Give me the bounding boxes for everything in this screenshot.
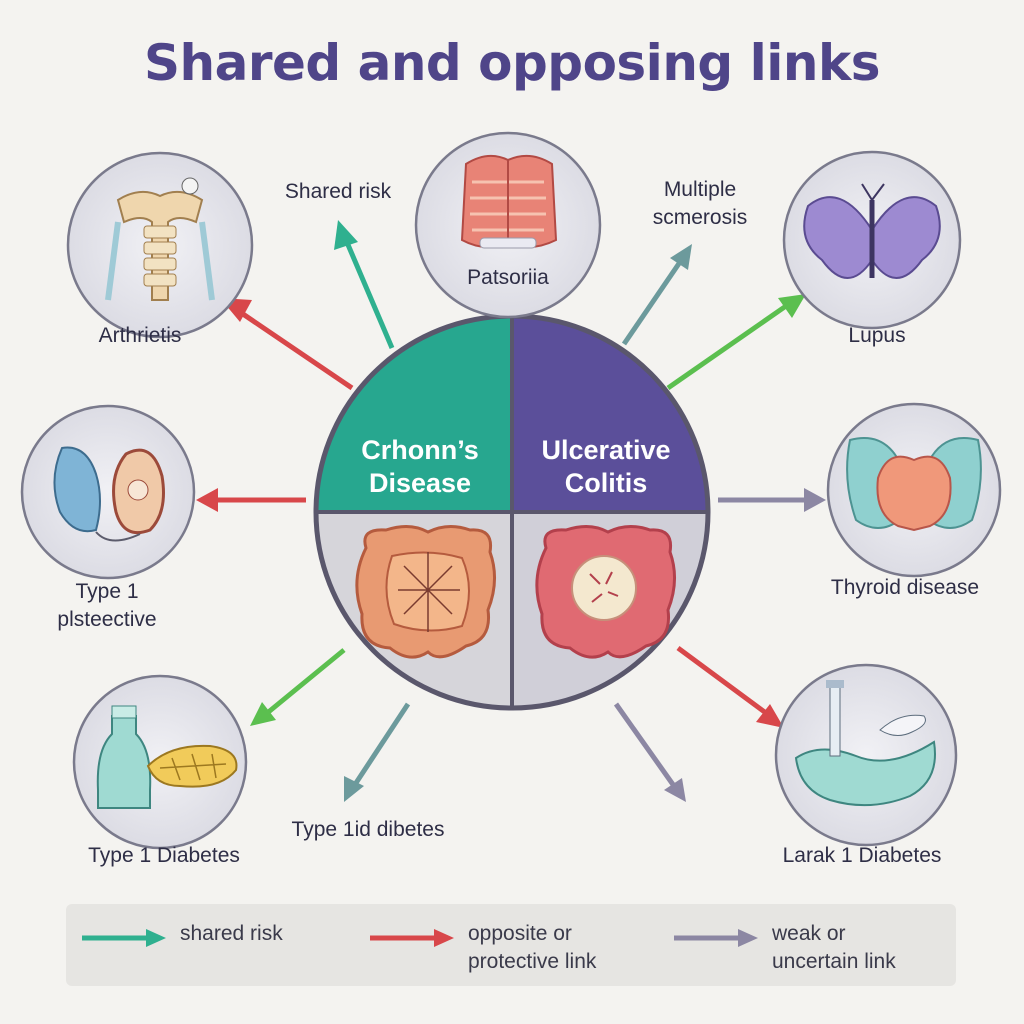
node-larak <box>774 663 958 847</box>
arrow-to-lupus <box>666 294 806 391</box>
label-larak: Larak 1 Diabetes <box>782 844 942 867</box>
label-crohns-line2: Disease <box>368 468 472 498</box>
label-colitis-line2: Colitis <box>564 468 648 498</box>
label-type1-diabetes: Type 1 Diabetes <box>88 844 240 867</box>
spine-icon <box>105 177 215 301</box>
legend-arrow-weak-icon <box>674 929 758 947</box>
label-arthritis: Arthrietis <box>98 324 182 347</box>
label-crohns-line1: Crhonn’s <box>361 435 479 465</box>
label-type1-left: Type 1 plsteective <box>30 578 184 634</box>
legend-text-shared: shared risk <box>180 920 283 948</box>
arrow-to-multiple-sclerosis <box>621 244 692 346</box>
legend-weak-line2: uncertain link <box>772 950 896 973</box>
colon-crohns-icon <box>355 525 496 659</box>
label-colitis: Ulcerative Colitis <box>516 434 696 500</box>
legend-weak-line1: weak or <box>772 922 846 945</box>
node-arthritis <box>66 151 254 339</box>
kidneys-icon <box>53 446 165 542</box>
legend: shared risk opposite or protective link … <box>66 904 956 986</box>
label-psoriasis: Patsoriia <box>467 266 549 289</box>
legend-text-weak: weak or uncertain link <box>772 920 896 976</box>
legend-arrow-shared-icon <box>82 929 166 947</box>
label-shared-risk: Shared risk <box>284 180 392 203</box>
butterfly-icon <box>803 183 941 279</box>
node-thyroid <box>826 402 1002 578</box>
arrow-to-type1-left <box>196 488 306 512</box>
arrow-to-arthritis <box>220 298 354 391</box>
thyroid-icon <box>846 437 982 532</box>
label-ms-line2: scmerosis <box>652 206 748 229</box>
colon-colitis-icon <box>535 525 676 659</box>
legend-opposite-line1: opposite or <box>468 922 572 945</box>
label-lupus: Lupus <box>848 324 906 347</box>
pancreas-syringe-icon <box>794 680 936 807</box>
label-ms-line1: Multiple <box>663 178 737 201</box>
label-thyroid: Thyroid disease <box>830 576 980 599</box>
node-psoriasis <box>414 131 602 319</box>
page-title: Shared and opposing links <box>143 34 881 92</box>
label-crohns: Crhonn’s Disease <box>330 434 510 500</box>
legend-opposite-line2: protective link <box>468 950 597 973</box>
arrow-down-weak <box>613 702 686 802</box>
label-colitis-line1: Ulcerative <box>541 435 671 465</box>
node-type1-left <box>20 404 196 580</box>
arrow-to-larak <box>676 645 784 728</box>
arrow-to-thyroid <box>718 488 826 512</box>
node-lupus <box>782 150 962 330</box>
legend-arrow-opposite-icon <box>370 929 454 947</box>
skin-layers-icon <box>460 154 558 249</box>
arrow-to-type1-diabetes <box>250 648 346 726</box>
node-type1-diabetes <box>72 674 248 850</box>
label-type1-left-line2: plsteective <box>57 608 157 631</box>
label-multiple-sclerosis: Multiple scmerosis <box>620 176 780 232</box>
legend-shared-line1: shared risk <box>180 922 283 945</box>
label-type1-left-line1: Type 1 <box>75 580 139 603</box>
arrow-shared-risk <box>334 220 395 349</box>
legend-text-opposite: opposite or protective link <box>468 920 596 976</box>
insulin-pancreas-icon <box>96 705 238 809</box>
arrow-to-type1id <box>344 702 411 802</box>
label-type1id: Type 1id dibetes <box>291 818 445 841</box>
